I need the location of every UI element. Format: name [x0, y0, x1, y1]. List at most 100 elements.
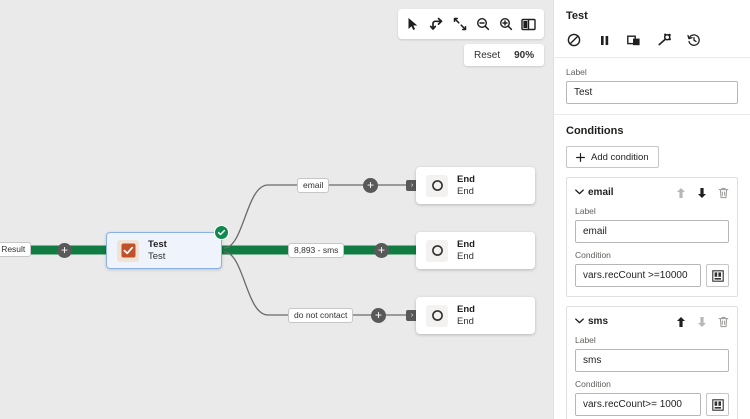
node-end-2-text: End End — [457, 239, 475, 263]
checkbox-checked-icon — [117, 239, 139, 262]
duplicate-icon[interactable] — [626, 32, 642, 48]
zoom-out-icon[interactable] — [473, 14, 493, 34]
arrow-up-icon[interactable] — [675, 186, 687, 199]
cursor-icon[interactable] — [404, 14, 424, 34]
properties-panel: Test — [553, 0, 750, 419]
label-field-group: Label — [554, 58, 750, 114]
plus-icon: + — [366, 178, 374, 192]
node-end-3-subtitle: End — [457, 315, 474, 327]
plus-icon: + — [374, 308, 382, 322]
condition-label-caption-sms: Label — [575, 335, 596, 345]
edge-arrow-chip-dnc[interactable]: › — [406, 310, 418, 321]
add-condition-label: Add condition — [591, 151, 649, 163]
edge-label-sms[interactable]: 8,893 - sms — [288, 243, 345, 258]
end-circle-icon — [426, 239, 448, 262]
edge-dnc — [223, 251, 416, 316]
conditions-heading: Conditions — [566, 125, 624, 137]
panel-header: Test — [554, 0, 750, 57]
arrow-down-icon[interactable] — [696, 186, 708, 199]
condition-name-sms: sms — [588, 316, 609, 327]
chevron-right-icon: › — [410, 182, 414, 189]
pause-icon[interactable] — [596, 32, 612, 48]
node-end-3-title: End — [457, 303, 475, 315]
panel-title: Test — [566, 10, 588, 22]
plus-icon: + — [60, 243, 68, 257]
label-input[interactable] — [566, 81, 738, 104]
condition-tools-email[interactable] — [675, 186, 729, 199]
condition-expr-group-email: Condition — [575, 250, 729, 287]
node-test-title: Test — [148, 238, 167, 250]
condition-expr-row-sms — [575, 393, 729, 416]
workflow-canvas[interactable]: Reset 90% - Result + Test Test — [0, 0, 553, 419]
node-end-2-subtitle: End — [457, 250, 474, 262]
edge-label-sms-text: 8,893 - sms — [294, 245, 339, 255]
condition-label-group-sms: Label — [575, 335, 729, 372]
condition-label-input-sms[interactable] — [575, 349, 729, 372]
node-end-1-subtitle: End — [457, 185, 474, 197]
gear-icon[interactable] — [656, 32, 672, 48]
trash-icon[interactable] — [717, 186, 729, 199]
zoom-in-icon[interactable] — [496, 14, 516, 34]
block-icon[interactable] — [566, 32, 582, 48]
edge-arrow-chip-email[interactable]: › — [406, 180, 418, 191]
plus-icon: + — [377, 243, 385, 257]
branch-arrow-icon[interactable] — [427, 14, 447, 34]
condition-header-sms[interactable]: sms — [575, 315, 729, 328]
arrow-down-icon[interactable] — [696, 315, 708, 328]
arrow-up-icon[interactable] — [675, 315, 687, 328]
chevron-right-icon: › — [410, 312, 414, 319]
panel-divider-1 — [554, 57, 750, 58]
fit-to-screen-icon[interactable] — [450, 14, 470, 34]
condition-label-caption-email: Label — [575, 206, 596, 216]
expression-picker-icon[interactable] — [706, 393, 729, 416]
edge-label-dnc-text: do not contact — [294, 310, 348, 320]
edge-label-email[interactable]: email — [297, 178, 330, 193]
node-end-1-title: End — [457, 173, 475, 185]
node-end-1[interactable]: End End — [416, 167, 535, 204]
reset-zoom-button[interactable]: Reset — [474, 49, 501, 61]
condition-caption-sms: Condition — [575, 379, 611, 389]
edge-label-incoming-text: - Result — [0, 244, 26, 254]
node-test[interactable]: Test Test — [106, 225, 229, 269]
condition-caption-email: Condition — [575, 250, 611, 260]
condition-expr-row-email — [575, 264, 729, 287]
node-test-subtitle: Test — [148, 250, 166, 262]
zoom-control[interactable]: Reset 90% — [464, 44, 545, 66]
chevron-down-icon[interactable] — [575, 188, 585, 197]
history-clock-icon[interactable] — [686, 32, 702, 48]
condition-label-group-email: Label — [575, 206, 729, 243]
node-end-3[interactable]: End End — [416, 297, 535, 334]
add-node-button-dnc[interactable]: + — [371, 308, 386, 323]
end-circle-icon — [426, 304, 448, 327]
node-end-1-text: End End — [457, 174, 475, 198]
add-node-button-email[interactable]: + — [363, 178, 378, 193]
panel-action-bar[interactable] — [566, 32, 738, 48]
node-end-2[interactable]: End End — [416, 232, 535, 269]
edge-label-dnc[interactable]: do not contact — [288, 308, 354, 323]
label-field-caption: Label — [566, 67, 587, 77]
node-end-2-title: End — [457, 238, 475, 250]
node-test-text: Test Test — [148, 239, 167, 263]
canvas-toolbar[interactable] — [398, 9, 544, 39]
map-icon[interactable] — [519, 14, 539, 34]
edge-email — [223, 184, 416, 249]
add-node-button-incoming[interactable]: + — [57, 243, 72, 258]
chevron-down-icon[interactable] — [575, 317, 585, 326]
add-node-button-sms[interactable]: + — [374, 243, 389, 258]
condition-expression-input-email[interactable] — [575, 264, 701, 287]
condition-name-email: email — [588, 187, 614, 198]
edge-label-incoming[interactable]: - Result — [0, 242, 32, 257]
zoom-level-value: 90% — [514, 49, 535, 61]
condition-card-sms: sms — [566, 306, 738, 419]
conditions-section: Conditions Add condition email — [554, 115, 750, 419]
condition-expression-input-sms[interactable] — [575, 393, 701, 416]
condition-header-email[interactable]: email — [575, 186, 729, 199]
condition-expr-group-sms: Condition — [575, 379, 729, 416]
trash-icon[interactable] — [717, 315, 729, 328]
check-circle-icon — [214, 225, 229, 240]
condition-tools-sms[interactable] — [675, 315, 729, 328]
condition-label-input-email[interactable] — [575, 220, 729, 243]
expression-picker-icon[interactable] — [706, 264, 729, 287]
add-condition-button[interactable]: Add condition — [566, 146, 659, 168]
